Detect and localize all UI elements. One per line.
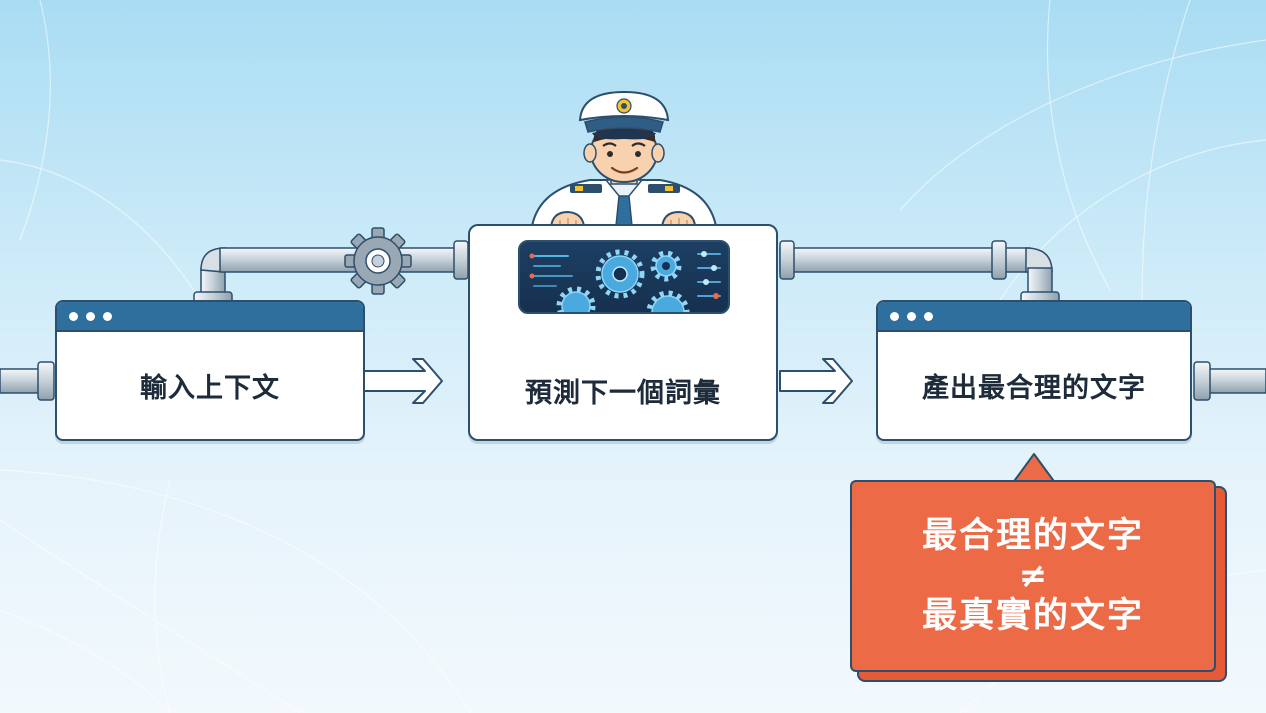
not-equal-sign: ≠ — [1018, 556, 1048, 596]
window-dots-icon — [69, 311, 78, 321]
gear-icon — [529, 249, 721, 312]
step-window-input-context: 輸入上下文 — [55, 300, 365, 441]
window-dots-icon — [907, 311, 916, 321]
callout-pointer — [1011, 453, 1057, 484]
window-dots-icon — [103, 311, 112, 321]
callout-line-1: 最合理的文字 — [921, 516, 1144, 556]
step-label: 產出最合理的文字 — [922, 373, 1146, 404]
step-label: 輸入上下文 — [140, 373, 280, 404]
callout-box: 最合理的文字 ≠ 最真實的文字 — [850, 480, 1216, 672]
gear-display-screen — [518, 240, 730, 314]
window-titlebar — [57, 302, 363, 332]
arrow-right-icon — [779, 358, 853, 404]
gear-icon — [344, 227, 412, 295]
window-dots-icon — [924, 311, 933, 321]
callout-line-2: 最真實的文字 — [921, 596, 1144, 636]
step-window-output-text: 產出最合理的文字 — [876, 300, 1192, 441]
pipe-right-outer — [1193, 361, 1266, 401]
step-label: 預測下一個詞彙 — [525, 378, 721, 409]
window-titlebar — [878, 302, 1190, 332]
arrow-right-icon — [363, 358, 443, 404]
window-dots-icon — [890, 311, 899, 321]
window-dots-icon — [86, 311, 95, 321]
pipe-left-outer — [0, 361, 55, 401]
step-box-predict-next-token: 預測下一個詞彙 — [468, 224, 778, 441]
pipe-right-top — [779, 240, 1060, 305]
